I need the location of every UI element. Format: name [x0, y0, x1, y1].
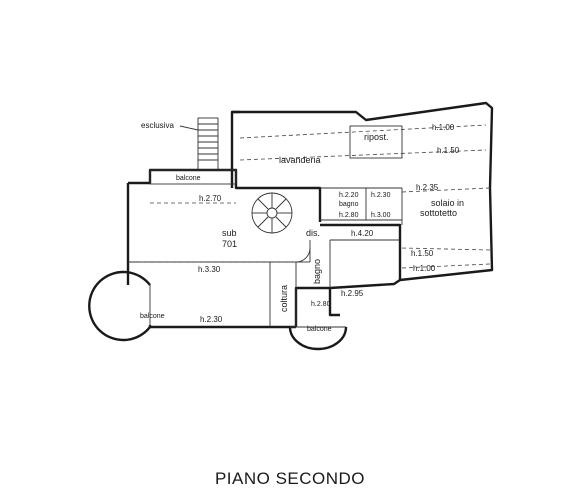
label-ripost: ripost.: [364, 132, 389, 142]
spiral-staircase: [251, 192, 293, 234]
height-lines: [140, 124, 491, 269]
label-bagno-upper: bagno: [339, 201, 359, 208]
height-h270: h.2.70: [199, 194, 222, 203]
label-balcone-left: balcone: [140, 313, 165, 320]
label-solaio-line2: sottotetto: [420, 208, 457, 218]
balcony-bottom-shape: [288, 326, 348, 351]
height-h280-bagno: h.2.80: [339, 212, 359, 219]
label-balcone-top: balcone: [176, 175, 201, 182]
label-esclusiva: esclusiva: [141, 121, 174, 130]
height-h100-bot: h.1.00: [413, 264, 436, 273]
label-dis: dis.: [306, 228, 320, 238]
height-h420: h.4.20: [351, 229, 374, 238]
balcony-left-shape: [88, 270, 151, 342]
label-sub-number: 701: [222, 239, 237, 249]
label-sub: sub: [222, 228, 237, 238]
door-swing: [295, 247, 311, 263]
plan-title: PIANO SECONDO: [215, 469, 365, 488]
height-h295: h.2.95: [341, 289, 364, 298]
height-h330: h.3.30: [198, 265, 221, 274]
label-lavanderia: lavanderia: [279, 155, 321, 165]
height-h230-bagno: h.2.30: [371, 192, 391, 199]
label-solaio-line1: solaio in: [431, 198, 464, 208]
height-h150-bot: h.1.50: [411, 249, 434, 258]
label-bagno-lower: bagno: [312, 259, 322, 284]
height-h220: h.2.20: [339, 192, 359, 199]
height-h150-top: h.1.50: [437, 146, 460, 155]
height-h230-main: h.2.30: [200, 315, 223, 324]
height-h235: h.2.35: [416, 183, 439, 192]
height-h280-lower: h.2.80: [311, 301, 331, 308]
label-balcone-bottom: balcone: [307, 326, 332, 333]
exterior-stair: [179, 117, 219, 171]
height-h100-top: h.1.00: [432, 123, 455, 132]
label-coltura: coltura: [279, 285, 289, 312]
height-h300-bagno: h.3.00: [371, 212, 391, 219]
